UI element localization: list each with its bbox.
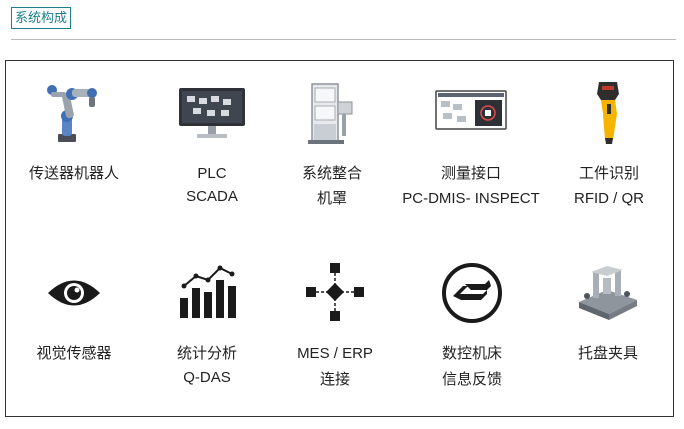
network-nodes-icon [306,263,364,321]
measurement-screen-icon [435,90,507,130]
component-sublabel: RFID / QR [574,190,644,207]
system-components-panel [5,60,674,417]
robot-arm-icon [47,85,97,142]
component-measurement: 测量接口 PC-DMIS- INSPECT [401,80,541,230]
component-enclosure: 系统整合 机罩 [262,80,402,230]
bar-chart-icon [180,265,236,318]
component-cnc-feedback: 数控机床 信息反馈 [402,262,542,402]
component-pallet-fixture: 托盘夹具 [538,262,678,402]
component-label: 系统整合 [301,165,362,182]
component-label: MES / ERP [297,345,373,362]
component-vision-sensor: 视觉传感器 [4,262,144,402]
component-label: PLC [197,165,227,182]
component-sublabel: PC-DMIS- INSPECT [402,190,540,207]
component-workpiece-id: 工件识别 RFID / QR [539,80,679,230]
component-label: 统计分析 [176,345,237,362]
enclosure-cabinet-icon [308,83,353,144]
component-sublabel: SCADA [186,188,238,205]
component-label: 传送器机器人 [28,165,119,182]
component-plc-scada: PLC SCADA [142,80,282,230]
fixture-icon [579,266,637,320]
component-statistics: 统计分析 Q-DAS [137,262,277,402]
component-sublabel: 机罩 [316,190,347,207]
component-sublabel: 连接 [319,371,350,388]
section-title: 系统构成 [11,7,72,29]
component-label: 视觉传感器 [36,345,112,362]
feedback-arrows-icon [442,263,502,323]
barcode-scanner-icon [597,82,619,144]
component-sublabel: 信息反馈 [441,371,502,388]
component-label: 数控机床 [441,345,502,362]
component-sublabel: Q-DAS [183,369,231,386]
monitor-icon [179,88,245,138]
component-label: 测量接口 [440,165,501,182]
component-label: 工件识别 [578,165,639,182]
component-robot: 传送器机器人 [4,80,144,230]
divider [11,39,676,40]
component-label: 托盘夹具 [577,345,638,362]
eye-icon [48,280,100,306]
component-mes-erp: MES / ERP 连接 [265,262,405,402]
